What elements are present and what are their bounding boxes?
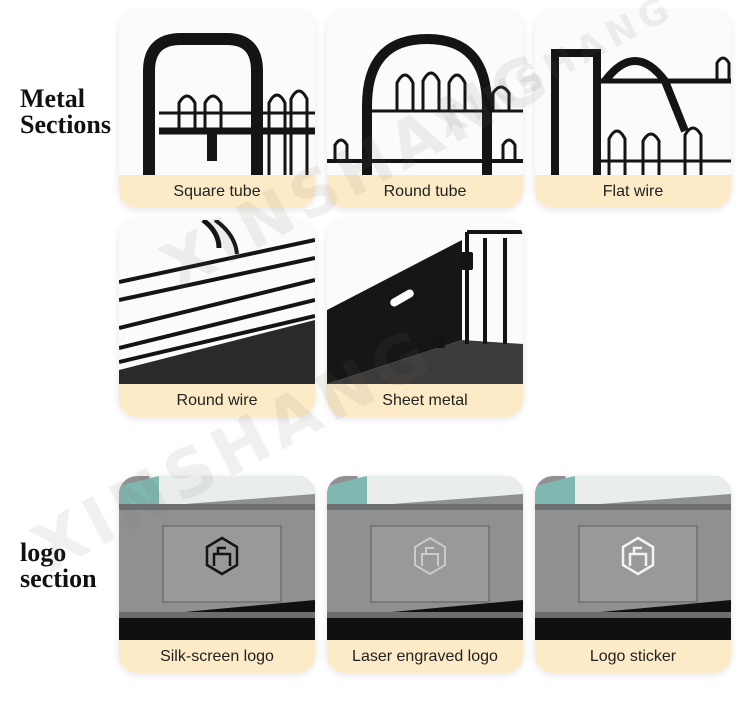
caption-bar: Laser engraved logo (327, 640, 523, 673)
caption-bar: Silk-screen logo (119, 640, 315, 673)
caption-logo-sticker: Logo sticker (589, 647, 677, 665)
caption-bar: Logo sticker (535, 640, 731, 673)
logo-sticker-photo (535, 476, 731, 640)
laser-engraved-logo-photo (327, 476, 523, 640)
card-silk-screen-logo[interactable]: Silk-screen logo (119, 476, 315, 673)
caption-laser-engraved-logo: Laser engraved logo (352, 647, 498, 665)
square-tube-photo (119, 11, 315, 175)
card-flat-wire[interactable]: Flat wire (535, 11, 731, 208)
caption-round-wire: Round wire (176, 391, 258, 409)
card-round-tube[interactable]: Round tube (327, 11, 523, 208)
card-logo-sticker[interactable]: Logo sticker (535, 476, 731, 673)
logo-section-title: logo section (20, 538, 97, 593)
caption-sheet-metal: Sheet metal (382, 391, 468, 409)
caption-bar: Round wire (119, 384, 315, 417)
caption-bar: Round tube (327, 175, 523, 208)
round-tube-photo (327, 11, 523, 175)
caption-square-tube: Square tube (173, 182, 261, 200)
caption-silk-screen-logo: Silk-screen logo (160, 647, 274, 665)
silk-screen-logo-photo (119, 476, 315, 640)
card-sheet-metal[interactable]: Sheet metal (327, 220, 523, 417)
caption-flat-wire: Flat wire (602, 182, 664, 200)
card-laser-engraved-logo[interactable]: Laser engraved logo (327, 476, 523, 673)
caption-bar: Flat wire (535, 175, 731, 208)
card-square-tube[interactable]: Square tube (119, 11, 315, 208)
round-wire-photo (119, 220, 315, 384)
caption-bar: Sheet metal (327, 384, 523, 417)
metal-sections-title: Metal Sections (20, 84, 111, 139)
card-round-wire[interactable]: Round wire (119, 220, 315, 417)
caption-round-tube: Round tube (383, 182, 467, 200)
flat-wire-photo (535, 11, 731, 175)
sheet-metal-photo (327, 220, 523, 384)
caption-bar: Square tube (119, 175, 315, 208)
